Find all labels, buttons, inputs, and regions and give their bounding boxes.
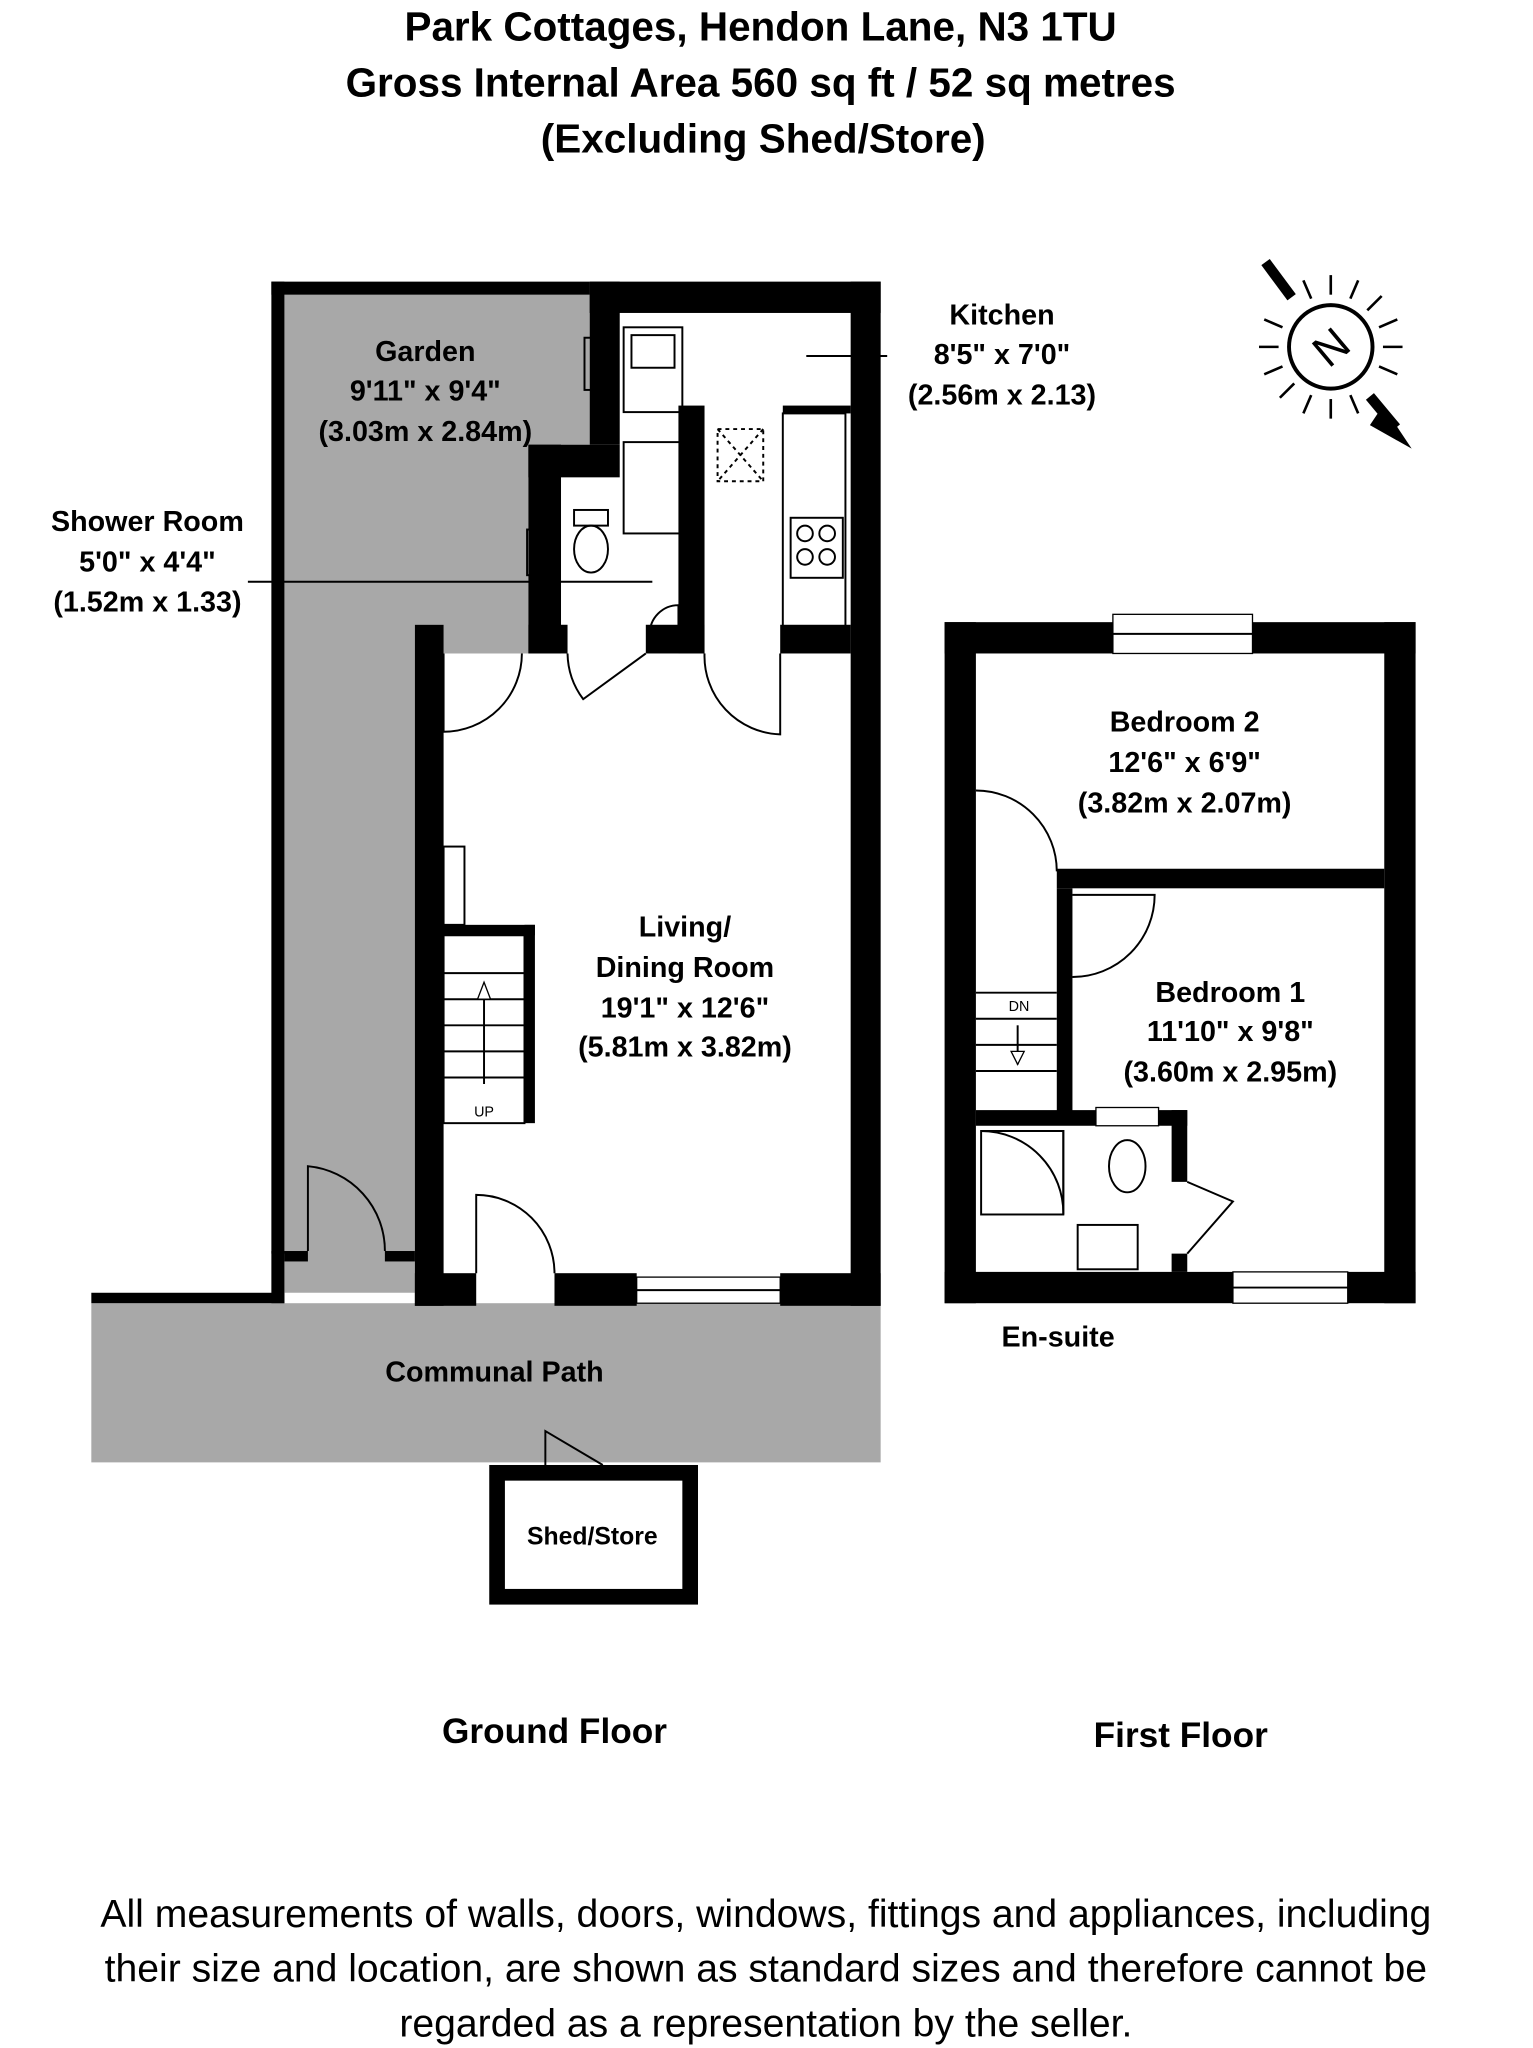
- shower-room-size-metric: (1.52m x 1.33): [53, 587, 241, 619]
- north-compass-icon: N: [1259, 258, 1412, 449]
- stairs-down-label: DN: [1009, 999, 1030, 1015]
- ground-floor-label: Ground Floor: [442, 1712, 667, 1751]
- first-floor-walls: DN: [944, 613, 1416, 1304]
- shed-door[interactable]: [544, 1429, 604, 1466]
- shed-label: Shed/Store: [527, 1524, 658, 1551]
- ensuite-toilet-icon: [1108, 1139, 1147, 1194]
- living-size-metric: (5.81m x 3.82m): [578, 1032, 792, 1064]
- garden-size-imperial: 9'11" x 9'4": [350, 375, 501, 407]
- communal-path-label: Communal Path: [385, 1356, 603, 1388]
- sink-icon: [622, 326, 684, 414]
- living-size-imperial: 19'1" x 12'6": [601, 992, 769, 1024]
- kitchen-size-imperial: 8'5" x 7'0": [934, 339, 1071, 371]
- bedroom1-size-metric: (3.60m x 2.95m): [1123, 1056, 1337, 1088]
- garden-area: [284, 294, 590, 1293]
- bedroom2-size-imperial: 12'6" x 6'9": [1108, 747, 1261, 779]
- kitchen-door[interactable]: [703, 653, 782, 736]
- kitchen-label: Kitchen: [949, 300, 1054, 332]
- living-label-1: Living/: [639, 912, 731, 944]
- bedroom1-label: Bedroom 1: [1155, 977, 1305, 1009]
- basin-icon: [648, 604, 680, 635]
- living-label-2: Dining Room: [596, 952, 774, 984]
- disclaimer-line-2: their size and location, are shown as st…: [105, 1948, 1427, 1991]
- bedroom2-size-metric: (3.82m x 2.07m): [1078, 788, 1292, 820]
- ensuite-basin-icon: [1076, 1223, 1139, 1271]
- hob-icon: [789, 516, 844, 579]
- communal-path-area: [91, 1303, 881, 1463]
- ground-floor-walls: UP: [91, 281, 888, 1306]
- front-door[interactable]: [475, 1193, 556, 1274]
- disclaimer-line-3: regarded as a representation by the sell…: [399, 2002, 1132, 2045]
- garden-label: Garden: [375, 336, 475, 368]
- disclaimer-line-1: All measurements of walls, doors, window…: [100, 1893, 1431, 1936]
- shower-room-label: Shower Room: [51, 506, 244, 538]
- garden-door[interactable]: [442, 653, 523, 733]
- ground-floor-labels: Garden 9'11" x 9'4" (3.03m x 2.84m) Kitc…: [51, 300, 1096, 1551]
- first-floor-labels: Bedroom 2 12'6" x 6'9" (3.82m x 2.07m) B…: [1002, 707, 1338, 1354]
- ensuite-label: En-suite: [1002, 1321, 1115, 1353]
- title-line-1: Park Cottages, Hendon Lane, N3 1TU: [404, 3, 1116, 49]
- gate-door[interactable]: [306, 1165, 386, 1252]
- bedroom2-label: Bedroom 2: [1110, 707, 1260, 739]
- bedroom1-door[interactable]: [1072, 893, 1156, 979]
- bedroom1-size-imperial: 11'10" x 9'8": [1147, 1016, 1314, 1048]
- shower-tray-icon: [622, 441, 684, 535]
- first-floor-label: First Floor: [1094, 1716, 1268, 1755]
- garden-size-metric: (3.03m x 2.84m): [318, 416, 532, 448]
- title-line-2: Gross Internal Area 560 sq ft / 52 sq me…: [346, 59, 1176, 105]
- corner-shower-icon: [981, 1130, 1065, 1215]
- outdoor-areas: [91, 294, 881, 1463]
- extractor-icon: [716, 428, 765, 483]
- shower-door[interactable]: [566, 652, 647, 701]
- shower-room-size-imperial: 5'0" x 4'4": [79, 546, 216, 578]
- shed-store: [489, 1429, 699, 1605]
- ensuite-door[interactable]: [1186, 1180, 1235, 1255]
- stairs-up-label: UP: [474, 1105, 494, 1121]
- bedroom2-door[interactable]: [975, 789, 1058, 872]
- kitchen-size-metric: (2.56m x 2.13): [908, 379, 1096, 411]
- ground-stairs: [443, 972, 525, 1085]
- title-line-3: (Excluding Shed/Store): [541, 115, 986, 161]
- first-stairs: [975, 991, 1057, 1072]
- toilet-icon: [573, 524, 609, 574]
